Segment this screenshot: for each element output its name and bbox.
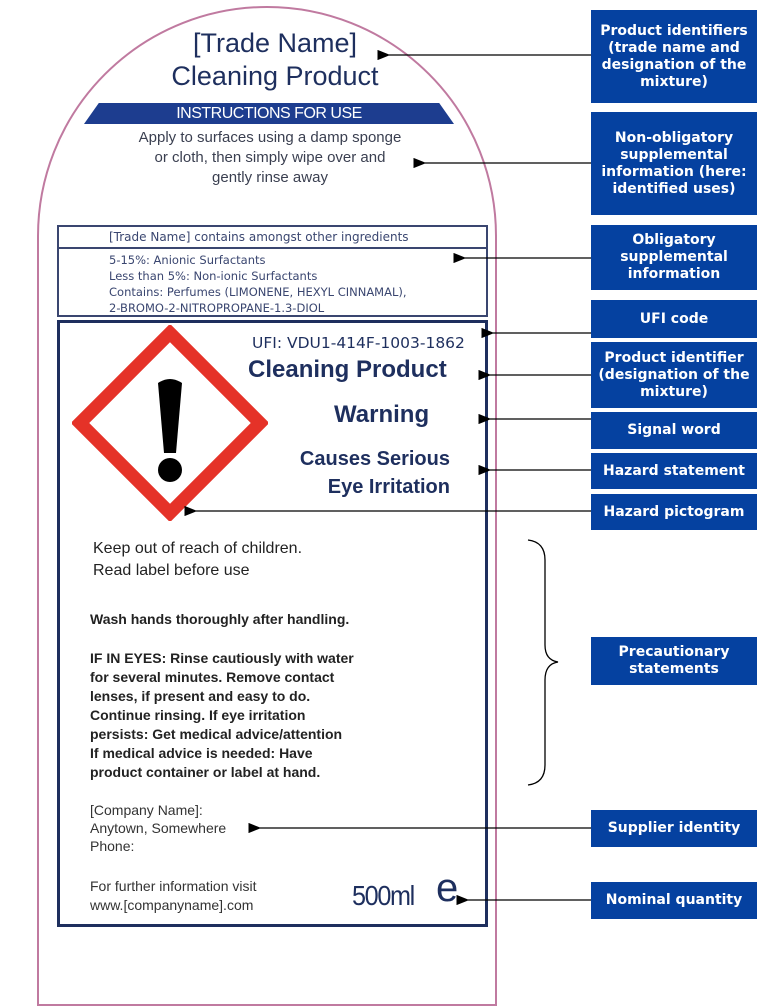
hazard-line: Causes Serious	[299, 448, 450, 470]
ingredients-heading: [Trade Name] contains amongst other ingr…	[59, 227, 486, 249]
instructions-banner: INSTRUCTIONS FOR USE	[84, 103, 454, 124]
brace-icon	[527, 539, 559, 786]
instructions-line: Apply to surfaces using a damp sponge	[138, 129, 402, 146]
annotation-signal-word: Signal word	[591, 412, 757, 449]
ingredient-line: Less than 5%: Non-ionic Surfactants	[109, 269, 318, 283]
estimated-sign-icon: e	[436, 866, 459, 910]
annotation-precautionary-statements: Precautionary statements	[591, 637, 757, 685]
annotation-supplier-identity: Supplier identity	[591, 810, 757, 847]
precaution-line: product container or label at hand.	[90, 764, 321, 780]
precaution-line: lenses, if present and easy to do.	[90, 688, 311, 704]
instructions-line: or cloth, then simply wipe over and	[154, 149, 386, 166]
hazard-statement: Causes Serious Eye Irritation	[270, 445, 450, 501]
annotation-product-identifier: Product identifier (designation of the m…	[591, 342, 757, 408]
precaution-eyes: IF IN EYES: Rinse cautiously with water …	[90, 649, 354, 782]
product-identifier: Cleaning Product	[248, 356, 447, 383]
statement-line: Keep out of reach of children.	[93, 540, 303, 557]
precaution-line: If medical advice is needed: Have	[90, 745, 313, 761]
annotation-arrows	[184, 49, 591, 906]
precaution-line: persists: Get medical advice/attention	[90, 726, 343, 742]
trade-name: [Trade Name]	[192, 28, 358, 58]
precaution-line: IF IN EYES: Rinse cautiously with water	[90, 650, 354, 666]
signal-word: Warning	[334, 401, 430, 428]
statement-line: Read label before use	[93, 562, 250, 579]
annotation-hazard-statement: Hazard statement	[591, 453, 757, 489]
nominal-quantity: 500ml	[352, 880, 415, 911]
annotation-hazard-pictogram: Hazard pictogram	[591, 494, 757, 530]
ingredient-line: Contains: Perfumes (LIMONENE, HEXYL CINN…	[109, 285, 407, 299]
annotation-nominal-quantity: Nominal quantity	[591, 882, 757, 919]
annotation-ufi-code: UFI code	[591, 300, 757, 338]
hazard-label-box	[57, 320, 488, 927]
further-info-line: For further information visit	[90, 878, 257, 894]
general-statements: Keep out of reach of children. Read labe…	[93, 538, 302, 582]
ufi-code: UFI: VDU1-414F-1003-1862	[252, 334, 465, 352]
product-name: Cleaning Product	[171, 61, 379, 91]
annotation-product-identifiers: Product identifiers (trade name and desi…	[591, 10, 757, 103]
website-link: www.[companyname].com	[90, 897, 254, 913]
supplier-line: Phone:	[90, 838, 135, 854]
further-info: For further information visit www.[compa…	[90, 877, 257, 915]
ingredient-line: 2-BROMO-2-NITROPROPANE-1.3-DIOL	[109, 301, 325, 315]
supplier-line: Anytown, Somewhere	[90, 820, 227, 836]
precaution-line: Continue rinsing. If eye irritation	[90, 707, 306, 723]
supplier-identity: [Company Name]: Anytown, Somewhere Phone…	[90, 801, 226, 855]
annotation-obligatory-info: Obligatory supplemental information	[591, 225, 757, 290]
instructions-line: gently rinse away	[212, 169, 328, 186]
hazard-line: Eye Irritation	[327, 476, 450, 498]
ingredients-box: [Trade Name] contains amongst other ingr…	[57, 225, 488, 317]
precaution-line: for several minutes. Remove contact	[90, 669, 335, 685]
ingredient-line: 5-15%: Anionic Surfactants	[109, 253, 266, 267]
exclamation-hazard-pictogram-icon	[72, 325, 268, 521]
precaution-wash-hands: Wash hands thoroughly after handling.	[90, 611, 350, 627]
supplier-line: [Company Name]:	[90, 802, 203, 818]
instructions-text: Apply to surfaces using a damp sponge or…	[100, 128, 440, 188]
annotation-non-obligatory-info: Non-obligatory supplemental information …	[591, 112, 757, 215]
